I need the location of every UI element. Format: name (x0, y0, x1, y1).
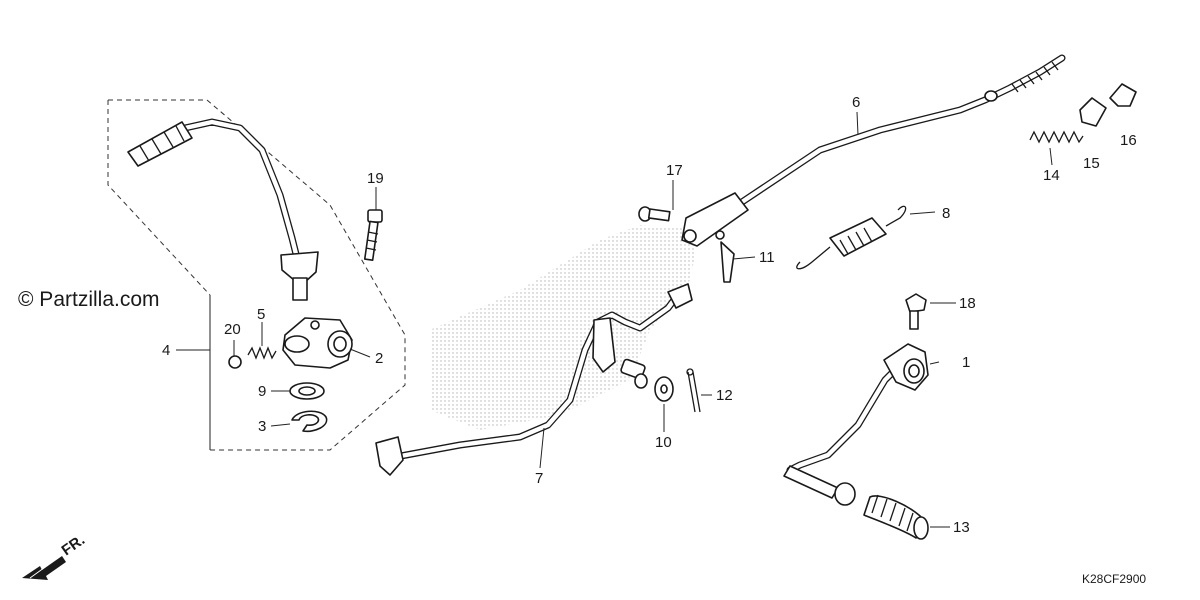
leader-lines (176, 111, 1053, 528)
callout-5: 5 (257, 306, 265, 323)
steel-ball-20 (228, 355, 242, 369)
bolt-18 (905, 293, 927, 330)
pin-11 (720, 241, 735, 283)
bolt-19 (363, 209, 383, 261)
kick-starter-boss (282, 317, 353, 369)
kick-starter-group-outline (107, 99, 406, 451)
callout-2: 2 (375, 350, 383, 367)
callout-16: 16 (1120, 132, 1137, 149)
nut-16 (1109, 83, 1137, 107)
callout-18: 18 (959, 295, 976, 312)
rod-joint (681, 192, 749, 247)
spring-8 (796, 205, 907, 270)
joint-15 (1079, 97, 1107, 127)
brake-rod (726, 54, 1066, 214)
callout-11: 11 (759, 249, 775, 266)
callout-9: 9 (258, 383, 266, 400)
washer-9 (289, 382, 325, 400)
circlip-3 (291, 410, 328, 433)
spring-5 (247, 346, 277, 360)
callout-14: 14 (1043, 167, 1060, 184)
diagram-code: K28CF2900 (1082, 572, 1146, 586)
callout-17: 17 (666, 162, 683, 179)
callout-6: 6 (852, 94, 860, 111)
spring-14 (1029, 130, 1084, 144)
callout-4: 4 (162, 342, 170, 359)
callout-13: 13 (953, 519, 970, 536)
cotter-pin-12 (686, 368, 701, 413)
callout-15: 15 (1083, 155, 1100, 172)
callout-20: 20 (224, 321, 241, 338)
callout-7: 7 (535, 470, 543, 487)
callout-1: 1 (962, 354, 970, 371)
callout-19: 19 (367, 170, 384, 187)
rear-brake-pedal (375, 283, 693, 476)
change-pedal (783, 343, 929, 506)
callout-10: 10 (655, 434, 672, 451)
pedal-rubber-13 (863, 494, 929, 540)
watermark: © Partzilla.com (18, 288, 160, 311)
callout-12: 12 (716, 387, 733, 404)
shading-area (430, 225, 700, 430)
callout-3: 3 (258, 418, 266, 435)
kick-starter-arm (127, 118, 319, 301)
kick-starter-rubber (127, 121, 193, 167)
callout-8: 8 (942, 205, 950, 222)
front-indicator-label: FR. (59, 531, 89, 559)
washer-10 (654, 376, 674, 402)
bolt-17 (638, 206, 671, 222)
front-arrow-icon (22, 556, 66, 580)
